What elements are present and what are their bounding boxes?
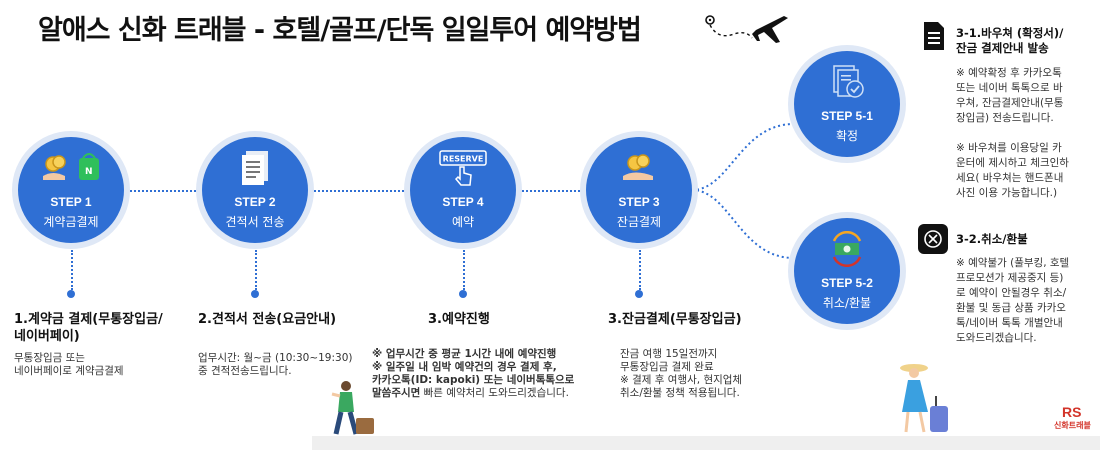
stem-4 [463, 250, 465, 290]
brand-logo-name: 신화트래블 [1054, 420, 1091, 431]
svg-text:RESERVE: RESERVE [443, 155, 484, 164]
stem-3 [639, 250, 641, 290]
step-5-2-sub: 취소/환불 [794, 294, 900, 311]
connector-4-3 [522, 190, 584, 192]
connector-1-2 [126, 190, 196, 192]
step-1-circle: N STEP 1 계약금결제 [12, 131, 130, 249]
document-icon [202, 151, 308, 185]
page-title: 알애스 신화 트래블 - 호텔/골프/단독 일일투어 예약방법 [38, 8, 641, 47]
step-5-2-circle: STEP 5-2 취소/환불 [788, 212, 906, 330]
svg-text:N: N [85, 167, 93, 177]
step-4-label: STEP 4 [410, 195, 516, 209]
traveler-man-illustration [326, 378, 378, 440]
airplane-icon [700, 8, 790, 48]
pin-4 [459, 290, 467, 298]
traveler-woman-illustration [892, 360, 958, 440]
step-4-circle: RESERVE STEP 4 예약 [404, 131, 522, 249]
connector-2-4 [314, 190, 404, 192]
pin-2 [251, 290, 259, 298]
step-2-title: 2.견적서 전송(요금안내) [198, 311, 378, 328]
step-2-label: STEP 2 [202, 195, 308, 209]
step-5-1-circle: STEP 5-1 확정 [788, 45, 906, 163]
refund-cash-icon [794, 232, 900, 266]
reserve-button-icon: RESERVE [410, 151, 516, 185]
coins-bag-icon: N [18, 151, 124, 185]
step-1-sub: 계약금결제 [18, 213, 124, 230]
step-3-desc: 잔금 여행 15일전까지 무통장입금 결제 완료 ※ 결제 후 여행사, 현지업… [620, 348, 790, 400]
step-1-label: STEP 1 [18, 195, 124, 209]
step-5-2-heading: 3-2.취소/환불 [956, 232, 1096, 247]
step-3-circle: STEP 3 잔금결제 [580, 131, 698, 249]
brand-logo-mark: RS [1062, 404, 1081, 420]
cancel-icon [918, 224, 948, 254]
step-3-label: STEP 3 [586, 195, 692, 209]
step-5-1-label: STEP 5-1 [794, 109, 900, 123]
step-1-desc: 무통장입금 또는 네이버페이로 계약금결제 [14, 352, 194, 378]
step-3-title: 3.잔금결제(무통장입금) [608, 311, 788, 328]
voucher-check-icon [794, 65, 900, 99]
pin-3 [635, 290, 643, 298]
step-5-2-desc: ※ 예약불가 (풀부킹, 호텔 프로모션가 제공중지 등) 로 예약이 안될경우… [956, 256, 1096, 346]
step-4-desc: ※ 업무시간 중 평균 1시간 내에 예약진행 ※ 일주일 내 임박 예약건의 … [372, 348, 612, 400]
step-3-sub: 잔금결제 [586, 213, 692, 230]
branch-connector [690, 90, 800, 320]
stem-1 [71, 250, 73, 290]
step-5-1-desc: ※ 예약확정 후 카카오톡 또는 네이버 톡톡으로 바 우쳐, 잔금결제안내(무… [956, 66, 1096, 201]
step-2-circle: STEP 2 견적서 전송 [196, 131, 314, 249]
step-5-2-label: STEP 5-2 [794, 276, 900, 290]
ground-strip [312, 436, 1100, 450]
step-4-title: 3.예약진행 [428, 311, 548, 328]
step-5-1-heading: 3-1.바우쳐 (확정서)/ 잔금 결제안내 발송 [956, 26, 1096, 56]
document-icon [922, 20, 946, 52]
step-4-sub: 예약 [410, 213, 516, 230]
stem-2 [255, 250, 257, 290]
pin-1 [67, 290, 75, 298]
step-1-title: 1.계약금 결제(무통장입금/ 네이버페이) [14, 311, 194, 345]
step-2-sub: 견적서 전송 [202, 213, 308, 230]
coins-hand-icon [586, 151, 692, 185]
step-5-1-sub: 확정 [794, 127, 900, 144]
step-2-desc: 업무시간: 월~금 (10:30~19:30) 중 견적전송드립니다. [198, 352, 378, 378]
